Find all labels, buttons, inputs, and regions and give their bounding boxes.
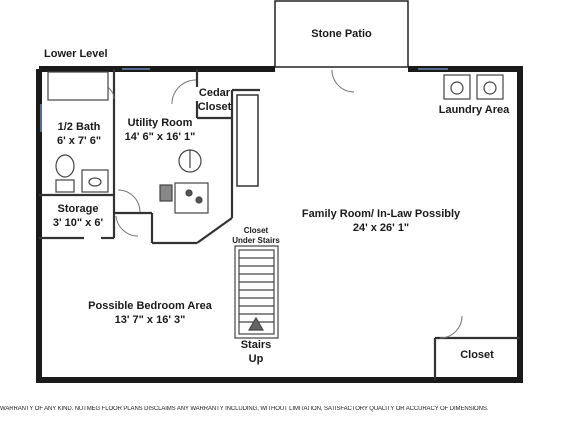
room-family-name: Family Room/ In-Law Possibly — [301, 208, 461, 220]
stairs-drawing — [234, 245, 279, 339]
room-bedroom-area-name: Possible Bedroom Area — [88, 300, 212, 312]
room-cedar-closet: Cedar Closet — [197, 87, 232, 115]
room-half-bath: 1/2 Bath 6' x 7' 6" — [48, 121, 110, 149]
room-storage-name: Storage — [57, 203, 99, 215]
room-cedar-closet-line2: Closet — [197, 100, 232, 113]
room-stone-patio: Stone Patio — [311, 28, 372, 40]
room-cedar-closet-line1: Cedar — [198, 87, 231, 99]
windows — [40, 68, 448, 132]
half-wall — [236, 94, 259, 187]
room-family: Family Room/ In-Law Possibly 24' x 26' 1… — [286, 208, 476, 236]
level-title: Lower Level — [44, 48, 108, 60]
room-half-bath-dims: 6' x 7' 6" — [56, 134, 102, 147]
room-bedroom-area-dims: 13' 7" x 16' 3" — [114, 313, 186, 326]
bath-fixtures — [47, 71, 109, 193]
room-bedroom-area: Possible Bedroom Area 13' 7" x 16' 3" — [70, 300, 230, 328]
exterior-wall — [36, 66, 523, 383]
room-closet: Closet — [460, 349, 494, 361]
utility-fixtures — [159, 149, 209, 214]
room-utility: Utility Room 14' 6" x 16' 1" — [120, 117, 200, 145]
closet-under-stairs-line1: Closet — [243, 226, 269, 235]
patio-outline — [274, 0, 409, 68]
stairs-up-line2: Up — [248, 352, 264, 365]
room-family-dims: 24' x 26' 1" — [352, 221, 410, 234]
room-storage: Storage 3' 10" x 6' — [46, 203, 110, 231]
stairs-up-label: Stairs Up — [234, 339, 278, 367]
disclaimer-text: WARRANTY OF ANY KIND. NUTMEG FLOOR PLANS… — [0, 406, 489, 412]
room-utility-name: Utility Room — [127, 117, 193, 129]
room-storage-dims: 3' 10" x 6' — [52, 216, 104, 229]
room-utility-dims: 14' 6" x 16' 1" — [124, 130, 196, 143]
room-laundry-area: Laundry Area — [438, 104, 510, 116]
closet-under-stairs-line2: Under Stairs — [232, 236, 280, 245]
closet-under-stairs: Closet Under Stairs — [225, 226, 287, 246]
laundry-appliances — [443, 74, 504, 100]
door-swings — [99, 69, 463, 339]
stairs-up-line1: Stairs — [240, 339, 272, 351]
room-half-bath-name: 1/2 Bath — [57, 121, 101, 133]
